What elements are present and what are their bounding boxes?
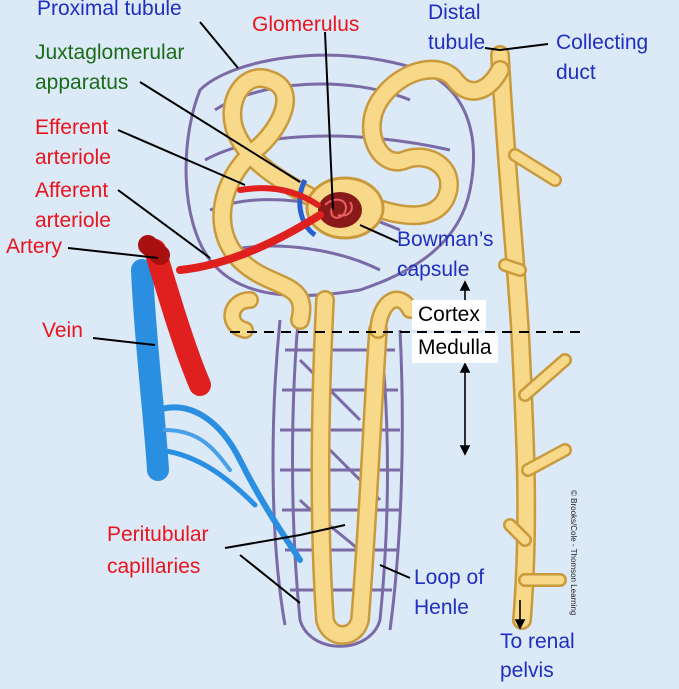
label-vein: Vein xyxy=(42,319,83,342)
label-afferent-line2: arteriole xyxy=(35,209,111,232)
distal-tubule xyxy=(345,59,510,339)
label-afferent-line1: Afferent xyxy=(35,179,109,202)
label-efferent-line2: arteriole xyxy=(35,146,111,169)
label-juxtaglomerular-line1: Juxtaglomerular xyxy=(35,41,185,64)
label-renal-line2: pelvis xyxy=(500,659,554,682)
label-cortex: Cortex xyxy=(412,300,486,330)
label-bowmans-line2: capsule xyxy=(397,258,470,281)
label-peritubular-line1: Peritubular xyxy=(107,523,209,546)
label-bowmans-line1: Bowman’s xyxy=(397,228,494,251)
label-collecting-line2: duct xyxy=(556,61,596,84)
arterioles xyxy=(176,185,324,274)
loop-of-henle xyxy=(310,290,388,645)
label-renal-line1: To renal xyxy=(500,630,575,653)
artery xyxy=(138,235,211,396)
arrows xyxy=(459,280,526,630)
label-distal-line2: tubule xyxy=(428,31,486,54)
label-peritubular-line2: capillaries xyxy=(107,555,201,578)
label-collecting-line1: Collecting xyxy=(556,31,649,54)
collecting-duct xyxy=(490,45,572,630)
label-medulla: Medulla xyxy=(412,333,498,363)
label-proximal-tubule: Proximal tubule xyxy=(37,0,182,20)
vein xyxy=(131,259,303,563)
label-loop-line2: Henle xyxy=(414,596,469,619)
label-glomerulus: Glomerulus xyxy=(252,13,360,36)
label-efferent-line1: Efferent xyxy=(35,116,109,139)
copyright-credit: © Brooks/Cole - Thomson Learning xyxy=(569,490,578,616)
leader-lines xyxy=(67,21,549,604)
label-juxtaglomerular-line2: apparatus xyxy=(35,71,129,94)
label-loop-line1: Loop of xyxy=(414,566,485,589)
label-artery: Artery xyxy=(6,235,63,258)
label-distal-line1: Distal xyxy=(428,1,481,24)
bowmans-capsule xyxy=(297,176,385,240)
